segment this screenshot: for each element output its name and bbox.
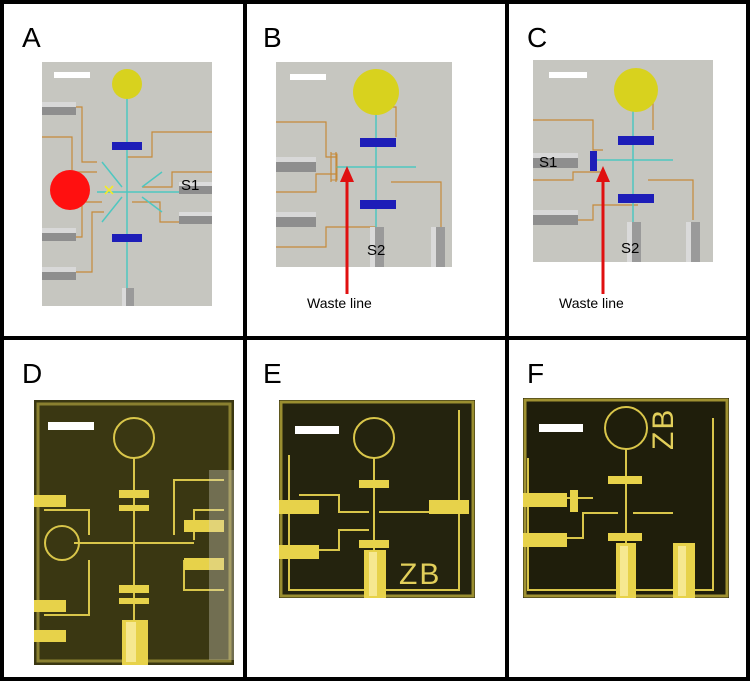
panel-c-schematic (533, 60, 713, 262)
panel-e-photo (279, 400, 475, 598)
panel-b-port-label: S2 (367, 242, 386, 259)
panel-b-schematic (276, 62, 452, 267)
panel-d-letter: D (22, 358, 43, 389)
panel-e-engraving: ZB (399, 558, 442, 591)
panel-d-photo (34, 400, 234, 665)
panel-a: A (0, 0, 247, 340)
panel-b: B (243, 0, 509, 340)
panel-c-port-label-s2: S2 (621, 240, 640, 257)
panel-f-letter: F (527, 358, 545, 389)
panel-b-waste-arrow (340, 166, 354, 294)
panel-f-photo (523, 398, 729, 598)
panel-a-schematic (42, 62, 212, 306)
panel-d: D (0, 336, 247, 681)
panel-c-letter: C (527, 22, 548, 53)
panel-f: F ZB (505, 336, 750, 681)
panel-e: E ZB (243, 336, 509, 681)
panel-a-letter: A (22, 22, 41, 53)
panel-c-waste-arrow (596, 166, 610, 294)
panel-f-engraving: ZB (647, 407, 680, 450)
panel-b-waste-label: Waste line (307, 295, 372, 311)
panel-c-waste-label: Waste line (559, 295, 624, 311)
panel-c: C (505, 0, 750, 340)
panel-c-port-label-s1: S1 (539, 154, 558, 171)
panel-a-port-label: S1 (181, 177, 200, 194)
panel-e-letter: E (263, 358, 282, 389)
panel-b-letter: B (263, 22, 282, 53)
